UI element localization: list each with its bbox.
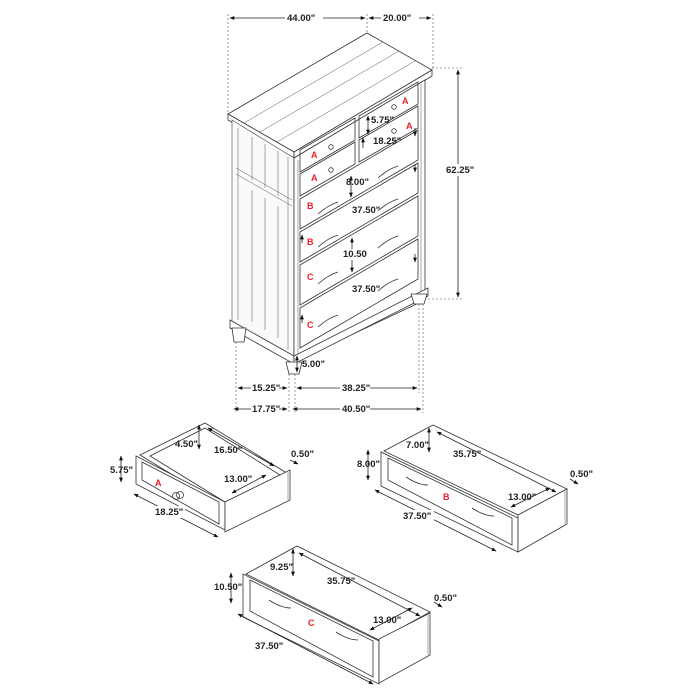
chest-side-panel [231, 119, 295, 359]
drawer-b-front-width-label: 37.50" [403, 511, 431, 522]
drawer-b-box-height-label: 7.00" [406, 440, 429, 451]
leg-front-left [285, 361, 303, 375]
chest-dimensions: 44.00" 20.00" 62.25" 5.75" 18.25" 8.00" … [227, 12, 476, 415]
small-drawer-width-label: 18.25" [373, 136, 401, 147]
drawer-c-illustration: C 10.50" 9.25" 35.75" 13.00" 0.50" 37.50… [214, 545, 457, 685]
drawer-a-box-height-label: 4.50" [175, 439, 198, 450]
drawer-b-interior-depth-label: 13.00" [508, 492, 536, 503]
drawer-code: C [307, 272, 314, 282]
leg-front-right [410, 293, 428, 305]
overall-width-label: 44.00" [287, 13, 315, 24]
drawer-c-front-height-label: 10.50" [214, 582, 242, 593]
drawer-c-box-height-label: 9.25" [270, 562, 293, 573]
drawer-c-interior-width-label: 35.75" [327, 576, 355, 587]
chest-illustration [227, 32, 433, 375]
drawer-code: A [311, 150, 318, 160]
large-drawer-width-label: 37.50" [352, 284, 380, 295]
drawer-a-front-width-label: 18.25" [155, 507, 183, 518]
small-drawer-height-label: 5.75" [371, 115, 394, 126]
drawer-code: A [406, 121, 413, 131]
drawer-code: B [307, 201, 314, 211]
drawer-b-code: B [443, 492, 450, 502]
chest-drawer-codes: A A A A B B C C [307, 96, 413, 330]
inner-side-depth-label: 15.25" [252, 383, 280, 394]
drawer-c-front-1 [299, 195, 419, 306]
drawer-a-front-4 [358, 105, 419, 163]
drawer-c-interior-depth-label: 13.00" [373, 615, 401, 626]
drawer-a-front-3 [299, 141, 356, 197]
overall-height-label: 62.25" [446, 165, 474, 176]
drawer-a-front-2 [358, 81, 419, 139]
inner-front-width-label: 38.25" [342, 383, 370, 394]
drawer-code: C [307, 320, 314, 330]
medium-drawer-height-label: 8.00" [346, 177, 369, 188]
drawer-c-side-thickness-label: 0.50" [434, 593, 457, 604]
drawer-a-interior-depth-label: 13.00" [224, 474, 252, 485]
drawer-a-front-height-label: 5.75" [110, 465, 133, 476]
overall-depth-label: 20.00" [383, 13, 411, 24]
drawer-b-side-thickness-label: 0.50" [570, 469, 593, 480]
leg-height-label: 5.00" [302, 359, 325, 370]
drawer-b-front-height-label: 8.00" [357, 459, 380, 470]
drawer-a-front-1 [299, 117, 356, 173]
drawer-b-illustration: B 8.00" 7.00" 35.75" 13.00" 0.50" 37.50" [357, 424, 593, 553]
drawer-a-interior-width-label: 16.50" [214, 445, 242, 456]
drawer-c-front-width-label: 37.50" [255, 641, 283, 652]
drawer-a-code: A [155, 478, 162, 488]
drawer-code: A [311, 173, 318, 183]
drawer-a-side-thickness-label: 0.50" [291, 449, 314, 460]
drawer-b-front-2 [299, 162, 419, 263]
drawer-c-front-2 [299, 238, 419, 349]
drawer-a-illustration: A 5.75" 4.50" 16.50" 13.00" 0.50" 18.25" [110, 422, 314, 538]
drawer-code: A [402, 96, 409, 106]
leg-back-left [231, 327, 247, 343]
medium-drawer-width-label: 37.50" [352, 205, 380, 216]
base-side-depth-label: 17.75" [252, 404, 280, 415]
large-drawer-height-label: 10.50 [343, 249, 367, 260]
drawer-b-front-1 [299, 129, 419, 230]
drawer-code: B [307, 237, 314, 247]
base-front-width-label: 40.50" [342, 404, 370, 415]
drawer-b-interior-width-label: 35.75" [453, 449, 481, 460]
drawer-c-code: C [308, 618, 315, 628]
